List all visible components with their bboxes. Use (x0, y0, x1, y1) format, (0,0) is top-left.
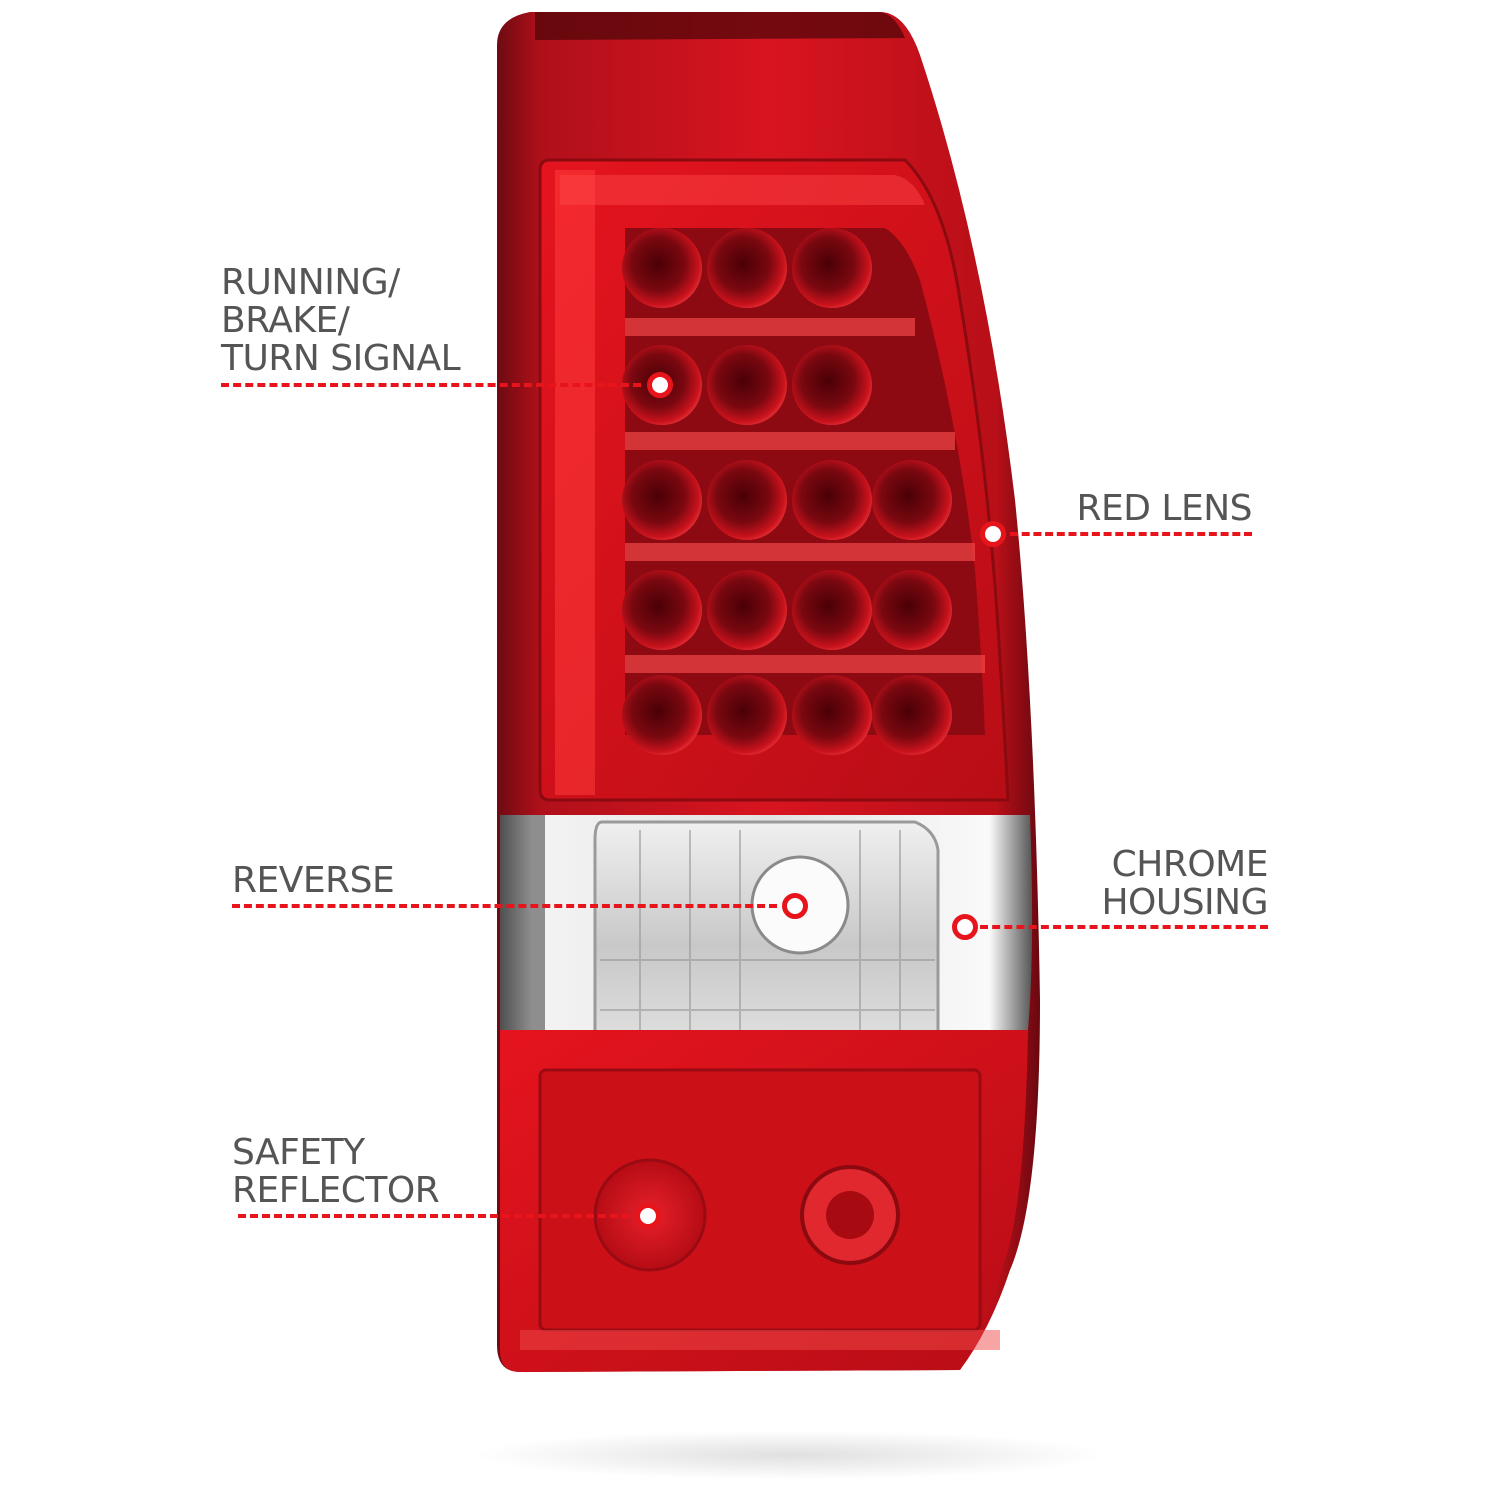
callout-label-red-lens: RED LENS (1076, 488, 1252, 529)
callout-label-chrome-housing: CHROME HOUSING (1101, 844, 1268, 923)
callout-leader-chrome-housing (980, 925, 1268, 929)
callout-label-reverse: REVERSE (232, 860, 395, 901)
callout-label-safety-reflector: SAFETY REFLECTOR (232, 1132, 440, 1211)
callout-leader-safety-reflector (238, 1214, 630, 1218)
callout-marker-safety-reflector (635, 1203, 661, 1229)
callout-marker-running-brake-turn (647, 372, 673, 398)
callout-leader-red-lens (1010, 532, 1252, 536)
drop-shadow (470, 1430, 1110, 1480)
callout-marker-reverse (782, 893, 808, 919)
led-rows (622, 228, 952, 755)
callout-leader-running-brake-turn (221, 383, 641, 387)
callout-leader-reverse (232, 904, 777, 908)
callout-marker-red-lens (980, 521, 1006, 547)
callout-label-running-brake-turn: RUNNING/ BRAKE/ TURN SIGNAL (221, 262, 461, 379)
callout-marker-chrome-housing (952, 914, 978, 940)
